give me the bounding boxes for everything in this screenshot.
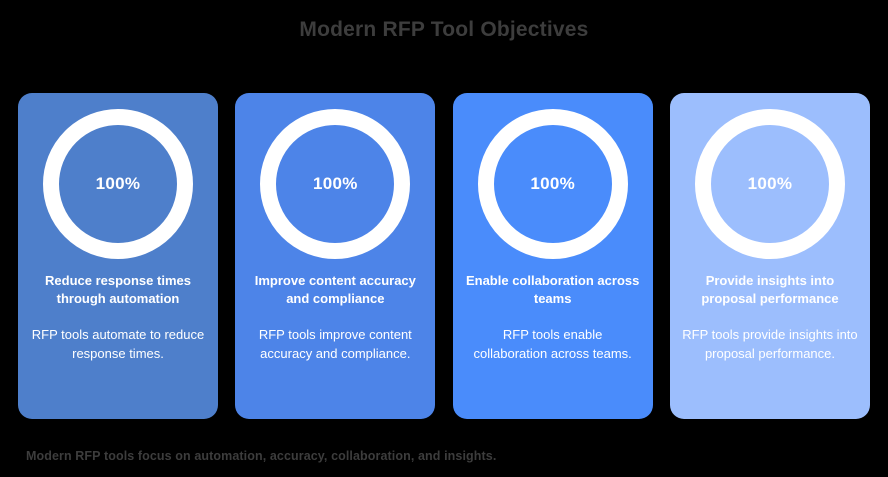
objective-card-3[interactable]: 100% Enable collaboration across teams R…	[452, 93, 653, 419]
page-title: Modern RFP Tool Objectives	[299, 18, 589, 41]
objective-card-description: RFP tools improve content accuracy and c…	[258, 327, 412, 361]
gauge-value-label: 100%	[312, 174, 358, 193]
objective-card-title: Reduce response times through automation	[45, 273, 191, 306]
objective-cards-row: 100% Reduce response times through autom…	[18, 93, 870, 419]
gauge-progress-icon	[477, 109, 628, 259]
donut-gauge-4: 100%	[694, 109, 845, 259]
objective-card-description: RFP tools provide insights into proposal…	[682, 327, 858, 361]
donut-gauge-1: 100%	[43, 109, 193, 259]
gauge-value-label: 100%	[530, 174, 575, 193]
objective-card-title: Enable collaboration across teams	[465, 273, 640, 306]
objective-card-description: RFP tools enable collaboration across te…	[473, 327, 632, 361]
donut-gauge-2: 100%	[260, 109, 411, 259]
objective-card-1[interactable]: 100% Reduce response times through autom…	[18, 93, 218, 419]
gauge-progress-icon	[43, 109, 193, 259]
gauge-progress-icon	[260, 109, 411, 259]
gauge-value-label: 100%	[95, 174, 141, 193]
objective-card-title: Provide insights into proposal performan…	[701, 273, 839, 306]
gauge-value-label: 100%	[747, 174, 793, 193]
objective-card-4[interactable]: 100% Provide insights into proposal perf…	[669, 93, 870, 419]
donut-gauge-3: 100%	[477, 109, 628, 259]
objective-card-description: RFP tools automate to reduce response ti…	[31, 327, 205, 361]
gauge-progress-icon	[694, 109, 845, 259]
footer-summary-note: Modern RFP tools focus on automation, ac…	[26, 449, 497, 463]
objective-card-2[interactable]: 100% Improve content accuracy and compli…	[235, 93, 436, 419]
objective-card-title: Improve content accuracy and compliance	[254, 273, 416, 306]
